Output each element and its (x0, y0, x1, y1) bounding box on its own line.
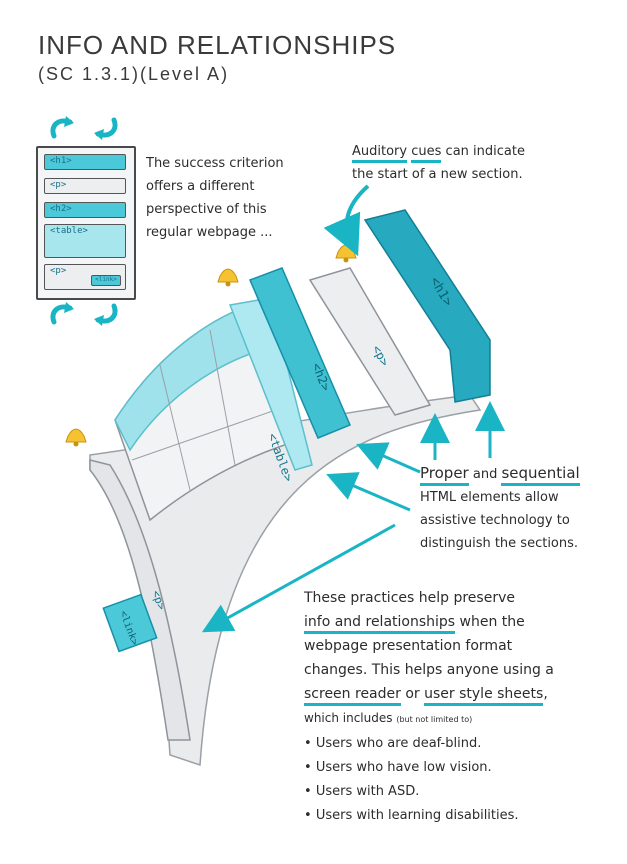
users-list: • Users who are deaf-blind. • Users who … (304, 732, 616, 828)
wire-h1: <h1> (44, 154, 126, 170)
wire-p-label: <p> (50, 266, 67, 276)
block-h1 (363, 209, 491, 403)
page-subtitle: (SC 1.3.1)(Level A) (38, 64, 230, 84)
block-p-bottom (89, 459, 191, 741)
list-item: • Users with ASD. (304, 784, 420, 799)
wire-link: <link> (91, 275, 121, 286)
link-chip-3d (102, 593, 158, 653)
bell-icon (65, 428, 87, 447)
practices-text: These practices help preserve info and r… (304, 586, 616, 828)
wire-p-link: <p> <link> (44, 264, 126, 290)
rotate-arrows-top-icon (50, 116, 118, 140)
page-title: INFO AND RELATIONSHIPS (38, 30, 397, 60)
rotate-arrows-bottom-icon (50, 302, 118, 326)
block-table-slab (228, 297, 313, 471)
wire-h2: <h2> (44, 202, 126, 218)
bell-icon (217, 268, 239, 287)
wire-table: <table> (44, 224, 126, 258)
list-item: • Users who have low vision. (304, 760, 492, 775)
wire-p: <p> (44, 178, 126, 194)
proper-text: Proper and sequential HTML elements allo… (420, 464, 580, 551)
intro-text: The success criterion offers a different… (146, 156, 284, 240)
arrow-left-1 (356, 442, 421, 474)
block-p-top (308, 267, 432, 416)
curved-page-illustration: <table> <h2> <p> <h1> <link> <p> (65, 184, 505, 767)
list-item: • Users who are deaf-blind. (304, 736, 482, 751)
arrow-link (201, 523, 396, 633)
bell-icon (335, 244, 357, 263)
arrow-left-2 (326, 472, 411, 512)
arrow-auditory (323, 184, 370, 257)
block-h2 (249, 267, 351, 439)
auditory-text: Auditory cues can indicate the start of … (352, 144, 525, 182)
list-item: • Users with learning disabilities. (304, 808, 519, 823)
webpage-wireframe: <h1> <p> <h2> <table> <p> <link> (36, 146, 136, 300)
